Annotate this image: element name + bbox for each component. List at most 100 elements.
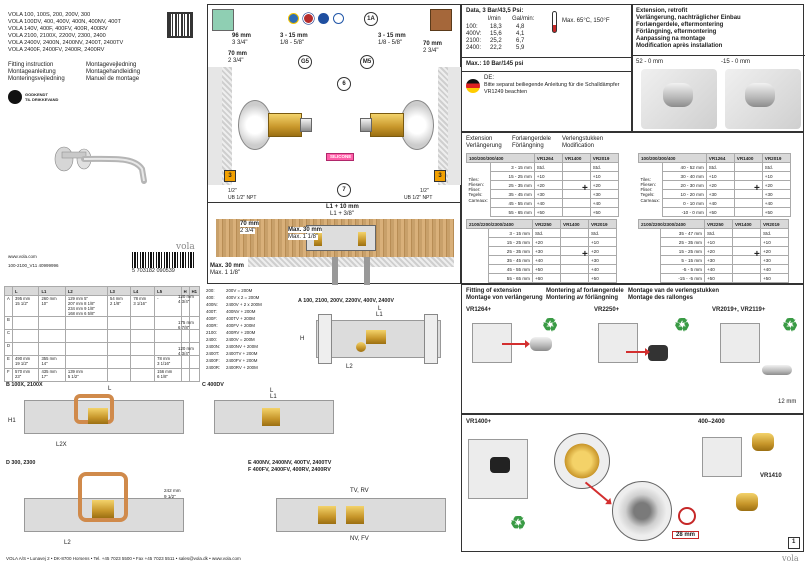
tiles-line: Tegels: <box>468 192 483 198</box>
col-header: L3 <box>106 286 132 296</box>
value-cell <box>561 207 591 217</box>
value-cell: +50 <box>589 207 619 217</box>
silicone-tube <box>326 153 354 161</box>
doc-code: 100-2100_V11 40999996 <box>8 263 59 268</box>
dim-label: 3 - 15 mm <box>378 33 406 39</box>
table-cell: D <box>3 342 14 356</box>
dim-letter: L1 <box>376 312 383 318</box>
range-cell: 10 - 20 mm <box>661 189 707 199</box>
value-cell: +40 <box>588 264 617 274</box>
callout-6: 6 <box>337 77 351 91</box>
mount-right <box>424 314 438 364</box>
dim-label: Max. 1 1/8" <box>288 234 319 240</box>
value-cell: Std. <box>704 228 733 238</box>
part-label: VR1264+ <box>466 307 492 313</box>
value-cell: +50 <box>760 273 789 283</box>
tiles-line: Fliesen: <box>468 181 484 187</box>
pressure-model: 2100: <box>466 38 482 44</box>
table-cell: B <box>3 316 14 330</box>
dim-label: 28 mm <box>672 531 700 539</box>
h1-value: 400FV + 200M <box>226 323 255 328</box>
dim-label: 70 mm <box>228 51 248 57</box>
value-cell: Std. <box>533 162 563 172</box>
pressure-head: l/min <box>488 16 501 22</box>
table-cell <box>12 329 40 343</box>
callout-gs: G5 <box>298 55 312 69</box>
table-cell: F <box>3 368 14 382</box>
divider <box>462 71 633 72</box>
left-fitting-rosette <box>238 100 272 150</box>
value-cell: +50 <box>533 207 563 217</box>
tiles-label: Tiles:Fliesen:Fliser:Tegels:Carreaux: <box>639 163 663 217</box>
pressure-gal: 6,7 <box>516 38 525 44</box>
left-fitting-stem <box>300 118 312 132</box>
value-cell: +40 <box>761 198 791 208</box>
range-cell: 25 - 35 mm <box>489 180 535 190</box>
col-header: VR2019 <box>588 219 617 229</box>
pressure-lmin: 15,6 <box>490 31 502 37</box>
ext-title: Verlängerung, nachträglicher Einbau <box>636 15 741 21</box>
part-label: VR2250+ <box>594 307 620 313</box>
value-cell <box>560 264 589 274</box>
arrow <box>626 348 650 356</box>
col-header <box>3 286 14 296</box>
model-line: VOLA 100, 100S, 200, 200V, 300 <box>8 12 91 18</box>
instruction-line: Montagehandleiding <box>86 69 141 75</box>
npt-label: UB 1/2" NPT <box>404 195 433 201</box>
value-cell <box>732 264 761 274</box>
ext-head: Verlengstukken <box>562 136 604 142</box>
table-cell <box>130 329 156 343</box>
npt-label: UB 1/2" NPT <box>228 195 257 201</box>
table-row: 25 - 35 mm+10+10 <box>639 237 789 247</box>
tiles-line: Fliser: <box>640 187 653 193</box>
col-header: 100/200/300/400 <box>638 153 707 163</box>
tiles-spacer <box>639 229 661 283</box>
tiles-line: Tiles: <box>468 176 479 182</box>
thermometer-icon <box>552 11 557 33</box>
german-flag-icon <box>466 79 480 93</box>
faucet-illustration <box>54 146 147 184</box>
diagram-a: A 100, 2100, 200V, 2200V, 400V, 2400V L … <box>296 298 460 378</box>
ext-title: Aanpassing na montage <box>636 36 706 42</box>
h-model: 2400N: <box>206 344 221 349</box>
range-cell: 35 - 47 mm <box>660 228 705 238</box>
col-header: VR2019 <box>760 219 789 229</box>
range-cell: 5 - 15 mm <box>660 255 705 265</box>
divider <box>462 57 633 58</box>
fitting-title: Montering av förlängning <box>546 295 618 301</box>
table-row: -10 - 0 mm+50+50 <box>639 207 791 217</box>
pressure-lmin: 18,3 <box>490 24 502 30</box>
dim-letter: L1 <box>270 394 277 400</box>
h1-value: 400TV + 200M <box>226 316 255 321</box>
value-cell: +30 <box>532 246 561 256</box>
h1-value: 2400RV + 200M <box>226 365 258 370</box>
col-header: L1 <box>38 286 66 296</box>
range-cell: 30 - 40 mm <box>661 171 707 181</box>
table-cell <box>130 316 156 330</box>
dim-label: 52 - 0 mm <box>636 59 664 65</box>
pressure-lmin: 22,2 <box>490 45 502 51</box>
extension-part <box>648 345 668 361</box>
valve <box>346 506 364 524</box>
col-header: VR2250 <box>532 219 561 229</box>
website: www.vola.com <box>8 254 37 259</box>
dim-label: 96 mm <box>232 33 252 39</box>
table-cell: 129 mm 5" 207 mm 8 1/8" 234 mm 9 1/8" 16… <box>64 295 108 317</box>
valve <box>92 500 114 518</box>
h-model: 2400F: <box>206 358 220 363</box>
recycle-icon: ♻ <box>674 315 691 335</box>
plate <box>468 439 528 499</box>
value-cell: +30 <box>705 189 735 199</box>
h1-value: 400RV + 200M <box>226 330 256 335</box>
value-cell: +50 <box>761 207 791 217</box>
retrofit-cylinder-left <box>663 83 693 107</box>
brass-part <box>752 433 774 451</box>
h1-value: 2400TV + 200M <box>226 351 258 356</box>
col-header: VR2019 <box>589 153 619 163</box>
h1-value: 200V = 200M <box>226 288 253 293</box>
plate <box>702 437 742 477</box>
